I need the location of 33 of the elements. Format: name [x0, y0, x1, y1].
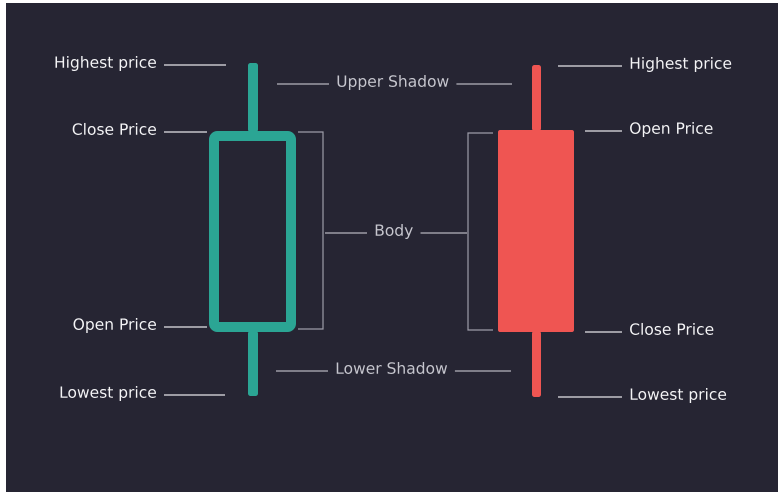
callout-label: Open Price [74, 318, 156, 333]
leader-line [164, 326, 207, 328]
callout-label: Open Price [630, 122, 713, 137]
candle-body [209, 131, 296, 332]
leader-line [585, 331, 622, 333]
leader-line [454, 370, 511, 372]
callout-label: Close Price [630, 322, 714, 335]
leader-line [277, 83, 329, 85]
callout-label: Lowest price [60, 386, 156, 401]
candle-wick [532, 65, 541, 131]
callout-label: Highest price [630, 56, 732, 72]
candle-wick [532, 331, 541, 397]
leader-line [456, 83, 512, 85]
candle-wick [248, 331, 258, 396]
leader-line [164, 131, 207, 133]
candle-wick [248, 63, 258, 132]
leader-line [420, 232, 467, 234]
callout-label: Body [376, 224, 413, 239]
callout-label: Lower Shadow [336, 362, 448, 374]
leader-line [325, 232, 367, 234]
leader-line [558, 65, 622, 67]
leader-line [164, 64, 226, 66]
callout-label: Upper Shadow [338, 74, 449, 90]
callout-label: Highest price [56, 56, 156, 71]
callout-label: Close Price [72, 122, 156, 135]
leader-line [585, 130, 622, 132]
leader-line [558, 396, 622, 398]
candle-body [498, 130, 574, 332]
leader-line [164, 394, 225, 396]
bracket [298, 131, 324, 330]
bracket [467, 132, 493, 331]
callout-label: Lowest price [630, 388, 726, 403]
leader-line [276, 370, 328, 372]
